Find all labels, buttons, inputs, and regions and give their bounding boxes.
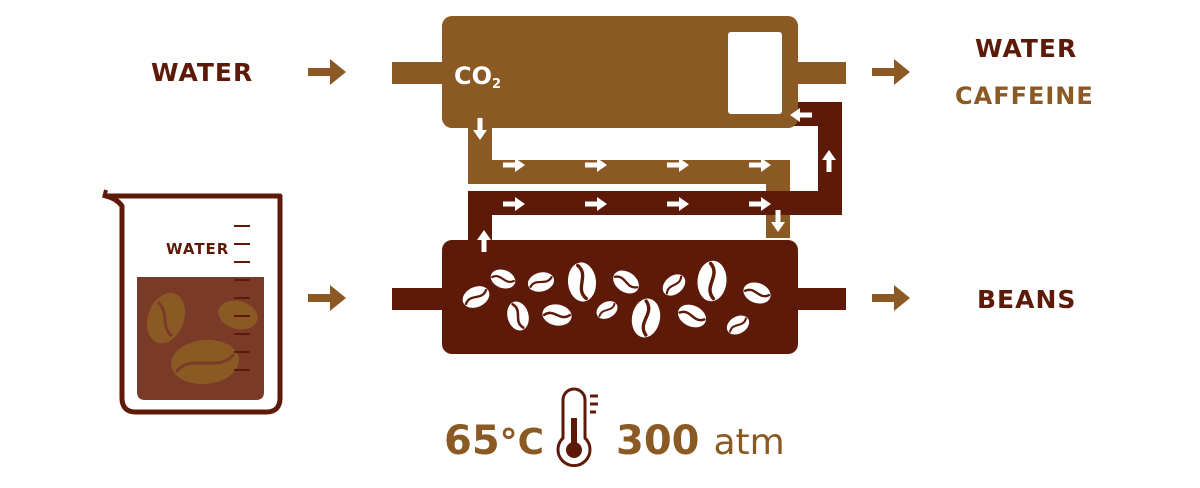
thermometer-icon bbox=[556, 387, 598, 468]
co2-label: CO2 bbox=[454, 62, 501, 92]
co2-pipe-light bbox=[468, 125, 790, 238]
beaker-label: WATER bbox=[166, 240, 230, 258]
beaker-beans bbox=[146, 292, 258, 385]
pressure-readout: 300 atm bbox=[616, 418, 785, 464]
arrow-beans-out-icon bbox=[872, 285, 910, 311]
arrow-water-in-icon bbox=[308, 59, 346, 85]
beans-output-label: BEANS bbox=[977, 285, 1077, 314]
temperature-value: 65 bbox=[444, 418, 500, 464]
temperature-unit: °C bbox=[499, 422, 545, 463]
water-input-label: WATER bbox=[151, 58, 254, 87]
water-inlet-pipe bbox=[392, 62, 444, 84]
chamber-window bbox=[728, 32, 782, 114]
bean-chamber bbox=[442, 240, 798, 354]
water-chamber bbox=[442, 16, 798, 128]
arrow-beans-in-icon bbox=[308, 285, 346, 311]
caffeine-output-label: CAFFEINE bbox=[955, 82, 1094, 110]
water-output-label: WATER bbox=[975, 34, 1078, 63]
pressure-unit: atm bbox=[713, 422, 785, 463]
water-outlet-pipe bbox=[796, 62, 846, 84]
beaker-icon bbox=[102, 189, 283, 415]
beaker-scale bbox=[234, 225, 250, 371]
arrow-water-out-icon bbox=[872, 59, 910, 85]
bean-inlet-pipe bbox=[392, 288, 444, 310]
pressure-value: 300 bbox=[616, 418, 700, 464]
temperature-readout: 65°C bbox=[444, 418, 544, 464]
co2-pipe-dark bbox=[468, 102, 842, 242]
bean-outlet-pipe bbox=[796, 288, 846, 310]
